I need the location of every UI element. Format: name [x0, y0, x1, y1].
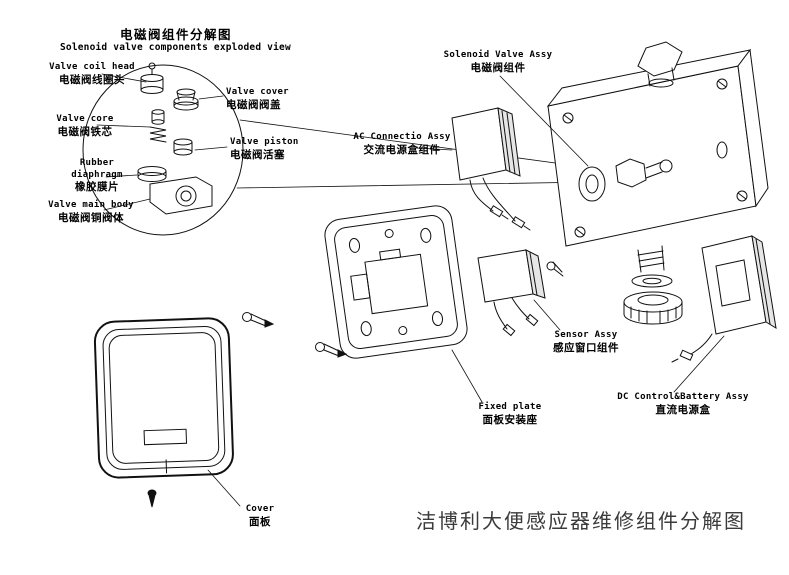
- label-rubber-diaphragm: Rubber diaphragm 橡胶膜片: [56, 158, 138, 195]
- label-valve-piston: Valve piston 电磁阀活塞: [230, 137, 330, 162]
- label-fixed-plate-en: Fixed plate: [478, 402, 542, 412]
- label-valve-core: Valve core 电磁阀铁芯: [42, 114, 128, 139]
- label-sensor-assy-cn: 感应窗口组件: [553, 341, 619, 354]
- inset-valve-core: [149, 109, 167, 143]
- mounting-screw-1-icon: [242, 312, 275, 328]
- inset-projection-lines: [236, 119, 593, 189]
- label-valve-main-body-en: Valve main body: [48, 200, 134, 210]
- label-valve-core-en: Valve core: [56, 114, 114, 124]
- label-rubber-diaphragm-en: Rubber diaphragm: [71, 158, 123, 180]
- label-sensor-assy-en: Sensor Assy: [554, 330, 618, 340]
- cover-panel-shape: [93, 317, 234, 479]
- label-valve-main-body-cn: 电磁阀铜阀体: [58, 211, 124, 224]
- solenoid-valve-housing: [546, 41, 769, 247]
- inset-title-cn: 电磁阀组件分解图: [120, 27, 233, 42]
- label-dc-control-battery-assy-en: DC Control&Battery Assy: [617, 392, 749, 402]
- fixed-plate-shape: [324, 205, 468, 359]
- label-valve-cover: Valve cover 电磁阀阀盖: [226, 87, 322, 112]
- inset-detail-circle: [82, 64, 244, 236]
- inset-valve-coil-head: [140, 62, 164, 94]
- label-solenoid-valve-assy-cn: 电磁阀组件: [470, 61, 526, 74]
- pipe-washer-ring-nut: [623, 245, 683, 325]
- housing-corner-screws: [562, 78, 748, 238]
- label-valve-cover-cn: 电磁阀阀盖: [226, 98, 281, 111]
- dc-control-battery-box: [671, 235, 777, 363]
- label-fixed-plate-cn: 面板安装座: [482, 413, 538, 426]
- label-ac-connection-assy-cn: 交流电源盒组件: [363, 143, 441, 156]
- label-rubber-diaphragm-cn: 橡胶膜片: [75, 181, 119, 194]
- label-dc-control-battery-assy-cn: 直流电源盒: [655, 403, 711, 416]
- leader-lines: [96, 73, 725, 507]
- internal-valve-assembly: [578, 158, 673, 202]
- inset-rubber-diaphragm: [137, 166, 167, 182]
- label-valve-piston-cn: 电磁阀活塞: [230, 148, 285, 161]
- label-valve-coil-head: Valve coil head 电磁阀线圈头: [36, 62, 148, 87]
- ac-connection-box: [451, 107, 531, 231]
- inset-valve-cover: [173, 88, 199, 111]
- wire-connector-icon: [489, 205, 531, 231]
- inset-valve-main-body: [149, 176, 213, 215]
- label-solenoid-valve-assy: Solenoid Valve Assy 电磁阀组件: [422, 50, 574, 75]
- page-caption: 洁博利大便感应器维修组件分解图: [416, 509, 746, 533]
- label-dc-control-battery-assy: DC Control&Battery Assy 直流电源盒: [592, 392, 774, 417]
- sensor-wire-connectors: [502, 313, 539, 337]
- sensor-box: [477, 249, 564, 337]
- label-ac-connection-assy-en: AC Connectio Assy: [353, 132, 451, 142]
- label-fixed-plate: Fixed plate 面板安装座: [460, 402, 560, 427]
- inset-valve-piston: [173, 138, 193, 156]
- label-sensor-assy: Sensor Assy 感应窗口组件: [530, 330, 642, 355]
- dc-wire-connector-icon: [671, 349, 694, 363]
- label-cover-cn: 面板: [249, 515, 271, 528]
- label-solenoid-valve-assy-en: Solenoid Valve Assy: [443, 50, 553, 60]
- hex-bolt-icon: [637, 41, 683, 88]
- label-valve-piston-en: Valve piston: [230, 137, 299, 147]
- label-valve-main-body: Valve main body 电磁阀铜阀体: [32, 200, 150, 225]
- label-valve-cover-en: Valve cover: [226, 87, 289, 97]
- inset-title-en: Solenoid valve components exploded view: [60, 42, 291, 53]
- label-valve-core-cn: 电磁阀铁芯: [57, 125, 113, 138]
- sensor-screw-icon: [546, 261, 564, 277]
- label-cover-en: Cover: [245, 504, 275, 514]
- mounting-screw-2-icon: [315, 342, 348, 358]
- cover-screw-icon: [147, 489, 157, 508]
- label-ac-connection-assy: AC Connectio Assy 交流电源盒组件: [338, 132, 466, 157]
- label-valve-coil-head-en: Valve coil head: [49, 62, 135, 72]
- label-cover: Cover 面板: [230, 504, 290, 529]
- label-valve-coil-head-cn: 电磁阀线圈头: [59, 73, 125, 86]
